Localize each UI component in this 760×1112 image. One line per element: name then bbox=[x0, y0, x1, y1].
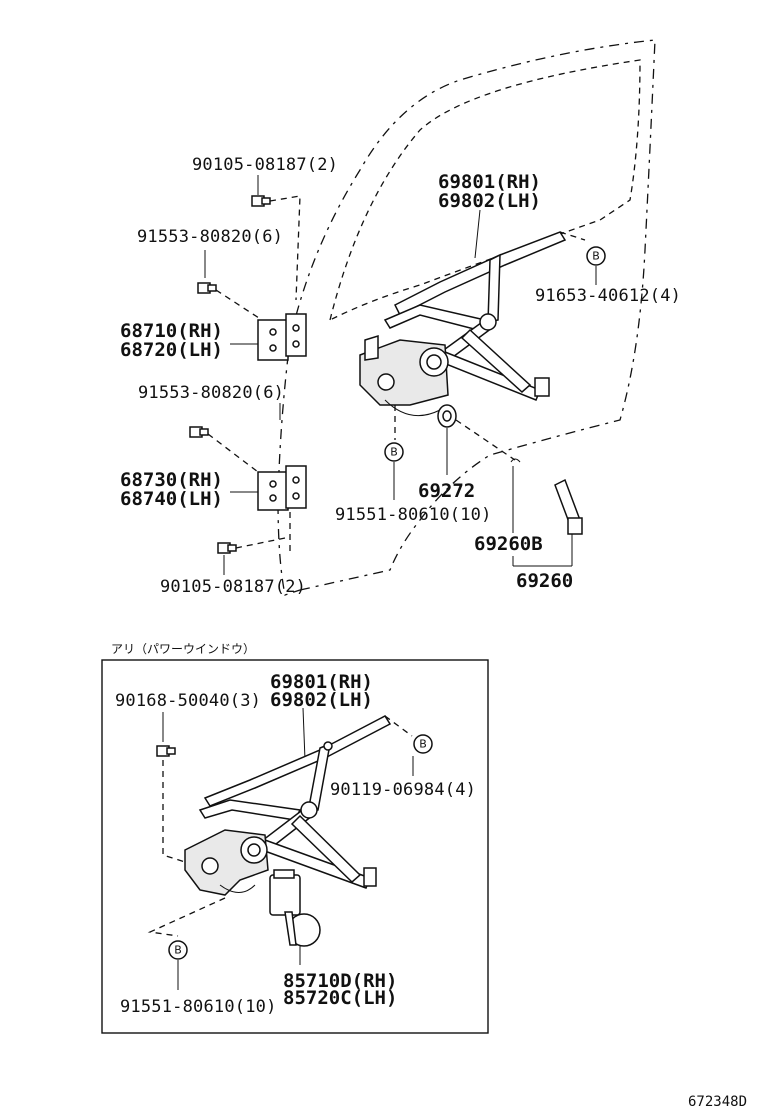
regulator-gear-icon bbox=[359, 334, 449, 417]
regulator-gear-icon bbox=[184, 829, 269, 896]
power-window-frame bbox=[101, 659, 489, 1034]
regulator-bolt-b-group: B 91551-80610(10) bbox=[335, 405, 492, 525]
washer-group: 69272 bbox=[418, 404, 516, 502]
bolt-icon bbox=[156, 745, 176, 757]
label-bolt-hinge-lower: 91553-80820(6) bbox=[138, 383, 284, 403]
label-handle-sub: 69260B bbox=[474, 533, 543, 555]
label-pw-bolt-lower: 91551-80610(10) bbox=[120, 997, 277, 1017]
ref-b-label: B bbox=[419, 738, 427, 751]
label-pw-bolt-upper: 90168-50040(3) bbox=[115, 691, 261, 711]
hinge-bolt-upper-group: 91553-80820(6) bbox=[137, 227, 283, 321]
manual-regulator-group: 69801(RH) 69802(LH) bbox=[359, 171, 586, 417]
label-handle: 69260 bbox=[516, 570, 573, 592]
label-regulator-bolt: 91653-40612(4) bbox=[535, 286, 681, 306]
washer-icon bbox=[437, 404, 457, 428]
diagram-id: 672348D bbox=[688, 1094, 747, 1110]
power-window-heading: アリ（パワーウインドウ） bbox=[111, 642, 255, 656]
motor-group: 85710D(RH) 85720C(LH) bbox=[269, 869, 397, 1009]
handle-icon bbox=[554, 478, 583, 535]
ref-b-label: B bbox=[592, 250, 600, 263]
hinge-icon bbox=[257, 313, 307, 361]
bolt-icon bbox=[189, 426, 209, 438]
label-hinge-lower-rh: 68730(RH) bbox=[120, 469, 223, 491]
label-bolt-lower: 90105-08187(2) bbox=[160, 577, 306, 597]
regulator-arm-icon bbox=[198, 715, 392, 889]
label-hinge-upper-lh: 68720(LH) bbox=[120, 339, 223, 361]
pw-bolt-lower-group: B 91551-80610(10) bbox=[120, 897, 277, 1017]
bolt-icon bbox=[197, 282, 217, 294]
power-regulator-group: 69801(RH) 69802(LH) bbox=[184, 671, 413, 896]
label-pw-regulator-lh: 69802(LH) bbox=[270, 689, 373, 711]
label-pw-regulator-rh: 69801(RH) bbox=[270, 671, 373, 693]
label-pw-bolt-right: 90119-06984(4) bbox=[330, 780, 476, 800]
upper-bolt-group: 90105-08187(2) bbox=[192, 155, 338, 301]
label-bolt-hinge-upper: 91553-80820(6) bbox=[137, 227, 283, 247]
ref-b-label: B bbox=[174, 944, 182, 957]
regulator-bolt-group: B 91653-40612(4) bbox=[535, 246, 681, 306]
ref-b-label: B bbox=[390, 446, 398, 459]
door-outline bbox=[277, 39, 656, 596]
pw-bolt-upper-group: 90168-50040(3) bbox=[115, 691, 261, 863]
hinge-icon bbox=[257, 465, 307, 511]
label-regulator-lh: 69802(LH) bbox=[438, 190, 541, 212]
label-hinge-upper-rh: 68710(RH) bbox=[120, 320, 223, 342]
pw-bolt-right-group: B 90119-06984(4) bbox=[330, 734, 476, 800]
motor-icon bbox=[269, 869, 321, 947]
label-motor-rh: 85710D(RH) bbox=[283, 970, 397, 992]
lower-hinge-group: 68730(RH) 68740(LH) bbox=[120, 465, 307, 555]
ref-b-circle bbox=[586, 246, 606, 266]
label-regulator-bolt-b: 91551-80610(10) bbox=[335, 505, 492, 525]
upper-hinge-group: 68710(RH) 68720(LH) bbox=[120, 313, 307, 361]
bolt-icon bbox=[251, 195, 271, 207]
hinge-bolt-lower-group: 91553-80820(6) bbox=[138, 383, 284, 476]
lower-bolt-group: 90105-08187(2) bbox=[160, 537, 306, 597]
label-bolt-upper: 90105-08187(2) bbox=[192, 155, 338, 175]
bolt-icon bbox=[217, 542, 237, 554]
ref-b-circle bbox=[413, 734, 433, 754]
label-regulator-rh: 69801(RH) bbox=[438, 171, 541, 193]
ref-b-circle bbox=[384, 442, 404, 462]
label-motor-lh: 85720C(LH) bbox=[283, 987, 397, 1009]
label-washer: 69272 bbox=[418, 480, 475, 502]
handle-group: 69260B 69260 bbox=[474, 458, 583, 592]
ref-b-circle bbox=[168, 940, 188, 960]
label-hinge-lower-lh: 68740(LH) bbox=[120, 488, 223, 510]
